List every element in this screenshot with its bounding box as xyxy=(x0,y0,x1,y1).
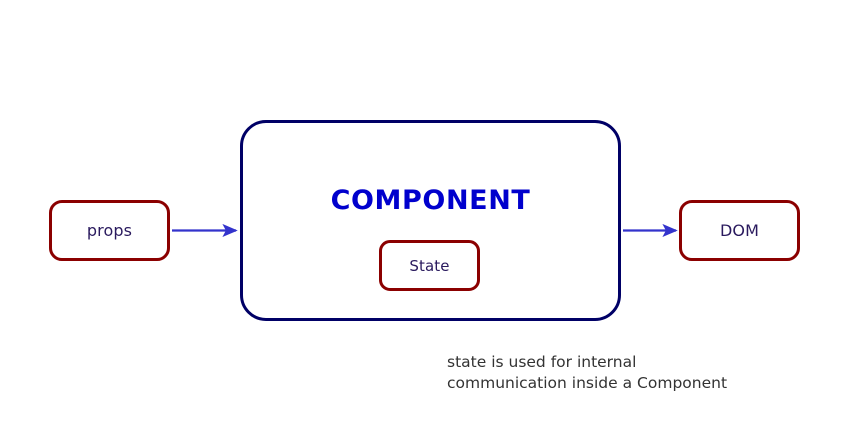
node-props-label: props xyxy=(86,221,133,240)
node-state[interactable]: State xyxy=(379,240,480,291)
node-props[interactable]: props xyxy=(49,200,170,261)
node-state-label: State xyxy=(409,256,450,275)
node-dom[interactable]: DOM xyxy=(679,200,800,261)
diagram-caption: state is used for internal communication… xyxy=(447,353,728,392)
node-component-label: COMPONENT xyxy=(330,185,531,216)
node-dom-label: DOM xyxy=(719,221,760,240)
